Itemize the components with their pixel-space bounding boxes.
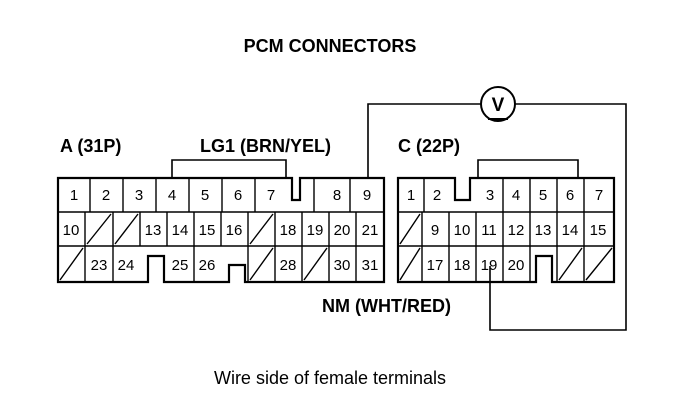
connector-a-pin-28: 28: [280, 257, 297, 274]
connector-c-pin-20: 20: [508, 257, 525, 274]
connector-c-pin-17: 17: [427, 257, 444, 274]
connector-a-pin-5: 5: [201, 187, 209, 204]
diagram-caption: Wire side of female terminals: [214, 368, 446, 388]
connector-c-pin-1: 1: [407, 187, 415, 204]
connector-c-pin-10: 10: [454, 222, 471, 239]
connector-c-pin-13: 13: [535, 222, 552, 239]
lg1-wire-label: LG1 (BRN/YEL): [200, 136, 331, 156]
connector-c-pin-18: 18: [454, 257, 471, 274]
connector-a-pin-6: 6: [234, 187, 242, 204]
lg1-test-lead: [367, 103, 481, 178]
nm-wire-label: NM (WHT/RED): [322, 296, 451, 316]
diagram-title: PCM CONNECTORS: [244, 36, 417, 56]
connector-a-latch: [171, 159, 287, 178]
connector-c-pin-15: 15: [590, 222, 607, 239]
connector-a-pin-20: 20: [334, 222, 351, 239]
connector-a-pin-16: 16: [226, 222, 243, 239]
connector-a-pin-25: 25: [172, 257, 189, 274]
connector-a-housing: [56, 176, 386, 284]
connector-a-pin-30: 30: [334, 257, 351, 274]
connector-a-pin-15: 15: [199, 222, 216, 239]
connector-a-pin-31: 31: [362, 257, 379, 274]
connector-a-pin-14: 14: [172, 222, 189, 239]
voltmeter-symbol: V: [480, 86, 516, 122]
empty-cavity-mark: [303, 247, 328, 281]
empty-cavity-mark: [399, 247, 421, 281]
empty-cavity-mark: [585, 247, 613, 281]
connector-a-pin-24: 24: [118, 257, 135, 274]
empty-cavity-mark: [249, 247, 274, 281]
voltmeter-letter: V: [492, 95, 505, 116]
empty-cavity-mark: [399, 213, 421, 245]
connector-a-pin-1: 1: [70, 187, 78, 204]
connector-a-pin-7: 7: [267, 187, 275, 204]
connector-c-label: C (22P): [398, 136, 460, 156]
connector-a-pin-26: 26: [199, 257, 216, 274]
connector-a-pin-9: 9: [363, 187, 371, 204]
connector-a-pin-21: 21: [362, 222, 379, 239]
empty-cavity-mark: [249, 213, 274, 245]
connector-c-pin-11: 11: [481, 222, 497, 239]
connector-c-pin-9: 9: [431, 222, 439, 239]
connector-a-pin-10: 10: [63, 222, 80, 239]
connector-a-label: A (31P): [60, 136, 121, 156]
connector-c-pin-14: 14: [562, 222, 579, 239]
connector-c-pin-2: 2: [433, 187, 441, 204]
connector-a-pin-4: 4: [168, 187, 176, 204]
connector-c-pin-6: 6: [566, 187, 574, 204]
connector-a-pin-3: 3: [135, 187, 143, 204]
connector-a-pin-18: 18: [280, 222, 297, 239]
connector-a-pin-8: 8: [333, 187, 341, 204]
empty-cavity-mark: [558, 247, 583, 281]
connector-c-pin-4: 4: [512, 187, 520, 204]
empty-cavity-mark: [59, 247, 84, 281]
empty-cavity-mark: [86, 213, 112, 245]
empty-cavity-mark: [114, 213, 139, 245]
connector-c-pin-19: 19: [481, 257, 498, 274]
nm-test-lead: [489, 103, 627, 331]
connector-c-pin-3: 3: [486, 187, 494, 204]
connector-a-pin-19: 19: [307, 222, 324, 239]
connector-c-latch: [477, 159, 579, 178]
connector-c-pin-7: 7: [595, 187, 603, 204]
connector-a-pin-2: 2: [102, 187, 110, 204]
connector-c-pin-12: 12: [508, 222, 525, 239]
connector-a-pin-23: 23: [91, 257, 108, 274]
connector-c-housing: [396, 176, 616, 284]
connector-a-pin-13: 13: [145, 222, 162, 239]
connector-c-pin-5: 5: [539, 187, 547, 204]
